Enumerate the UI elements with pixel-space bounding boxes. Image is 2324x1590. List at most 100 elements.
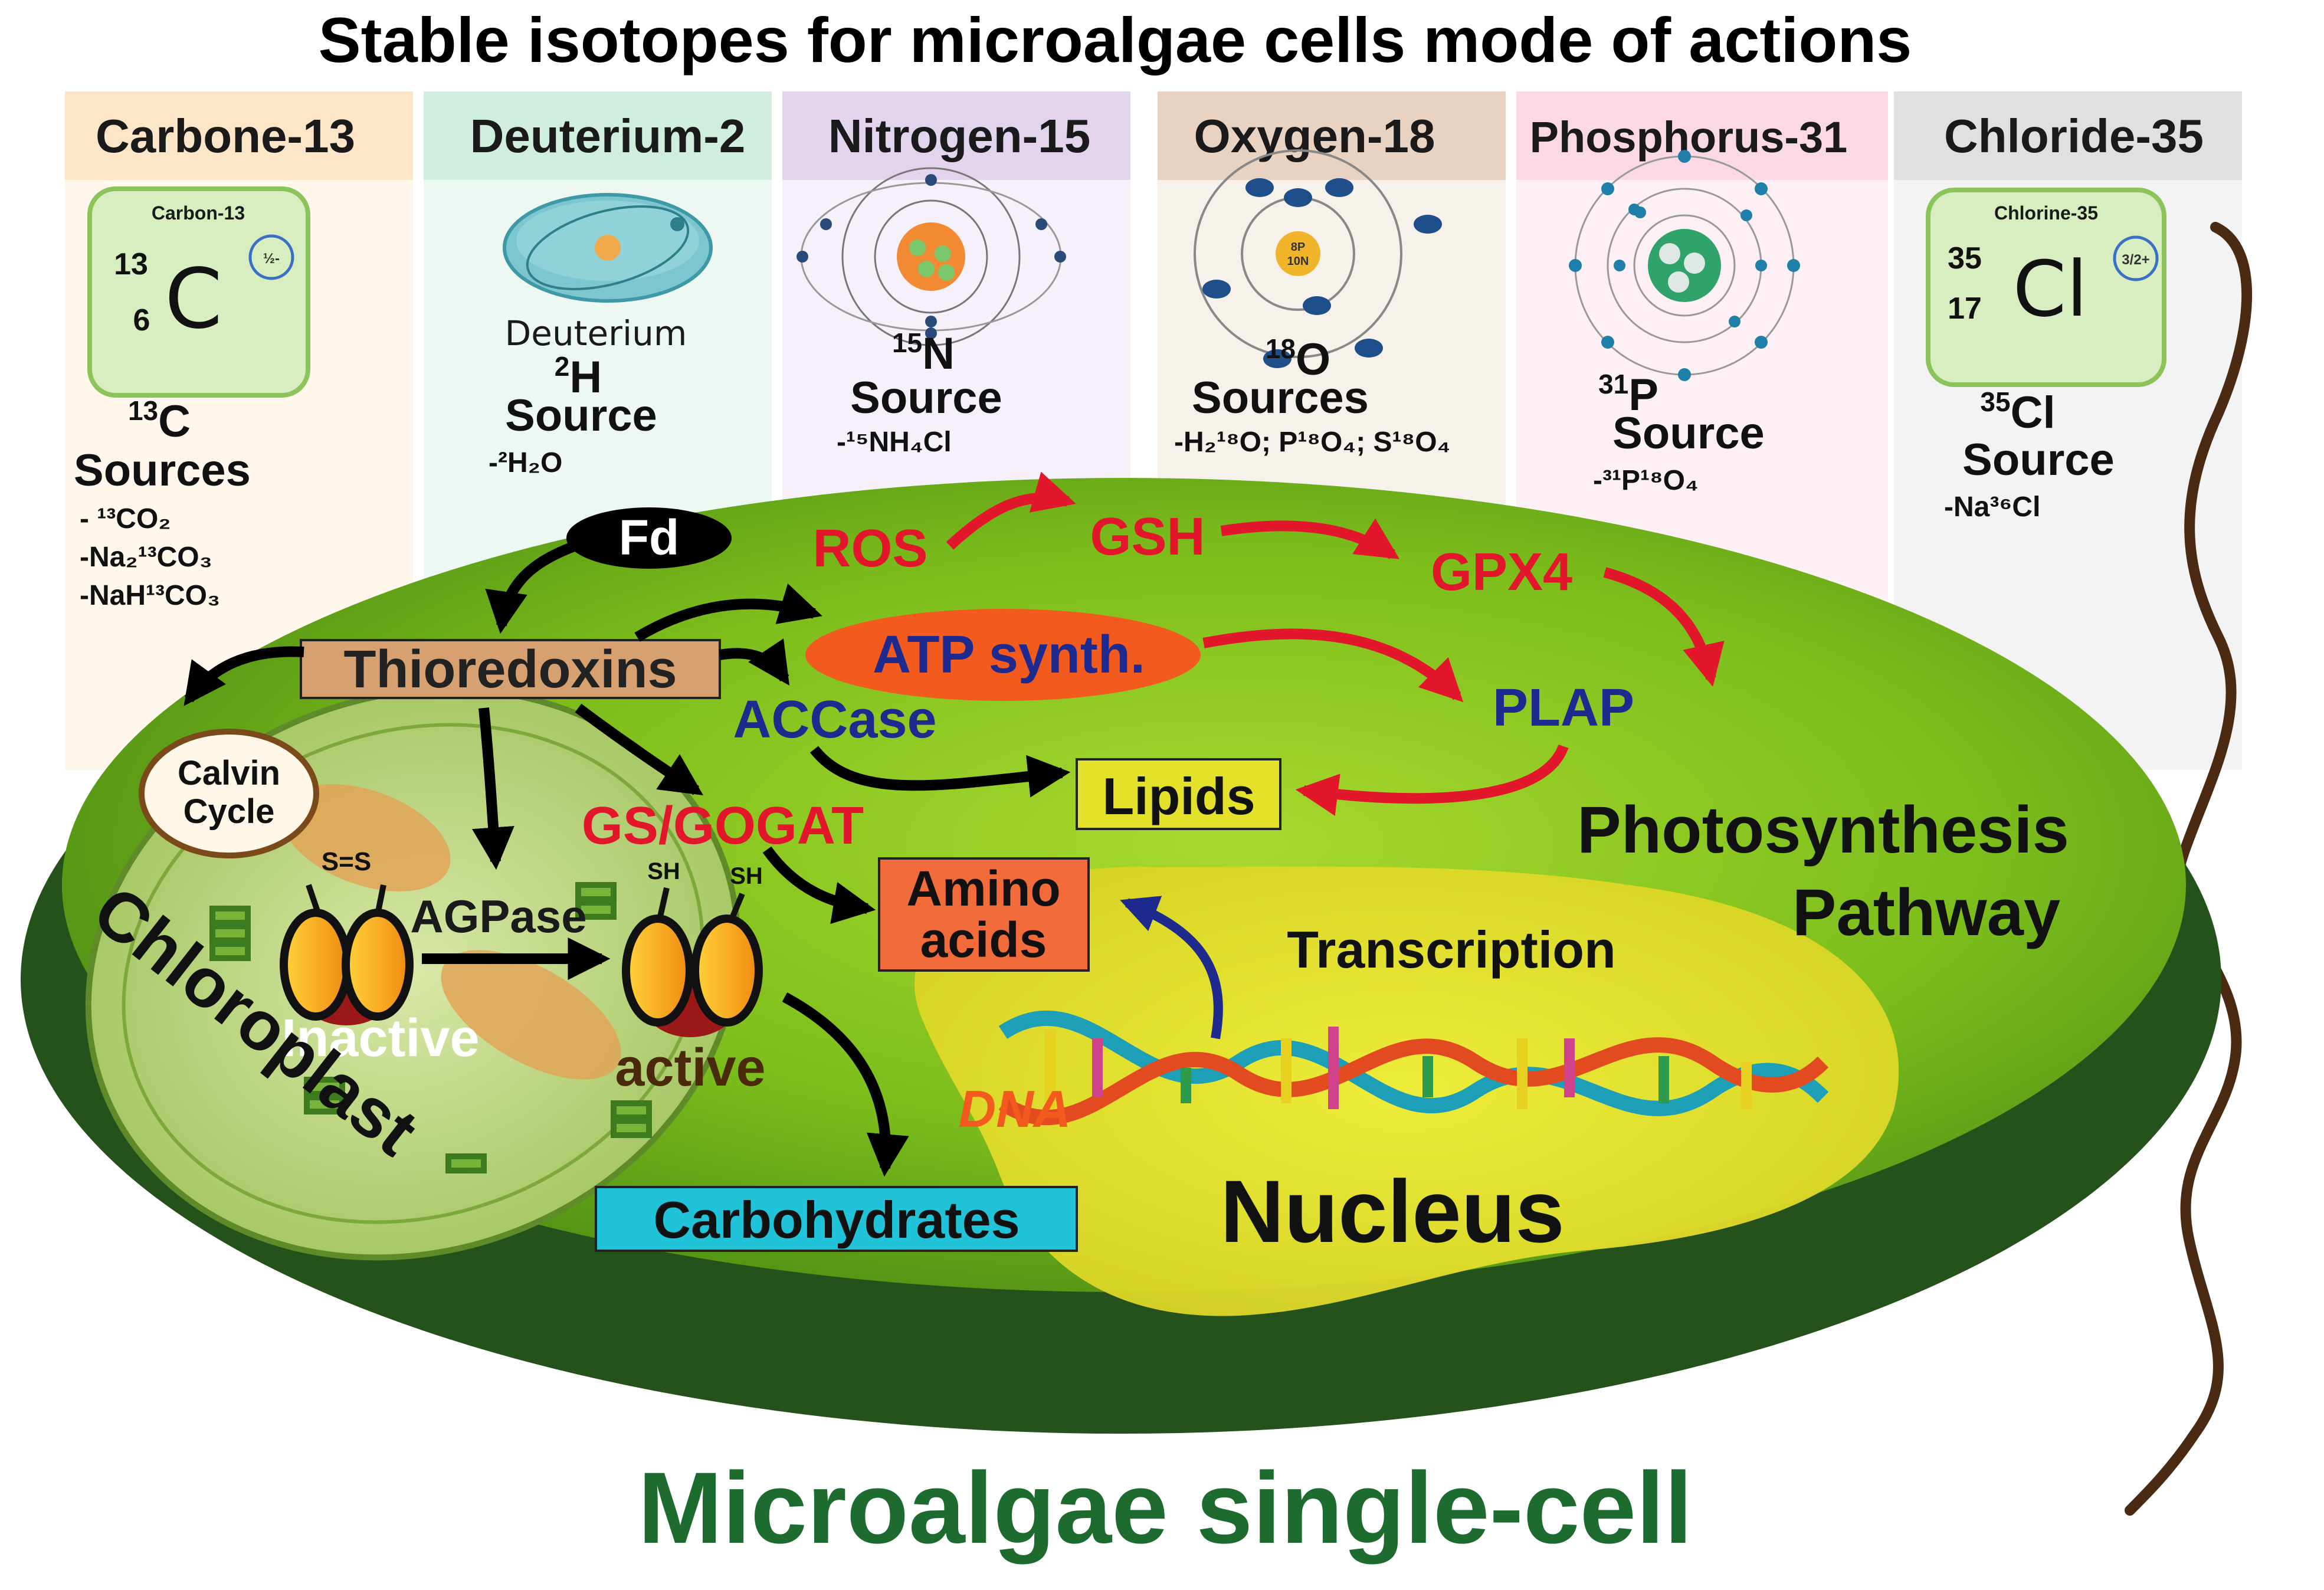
- carbon-label-symbol: C: [158, 396, 191, 447]
- calvin-label-line-1: Calvin: [178, 754, 280, 792]
- photosynthesis-line-1: Photosynthesis: [1577, 793, 2069, 867]
- chlorine-atomic-number: 17: [1948, 291, 1982, 326]
- agpase-label: AGPase: [410, 890, 586, 942]
- header-nitrogen: Nitrogen-15: [828, 110, 1091, 162]
- arrow-thioredoxins-to-calvin: [183, 646, 304, 706]
- carbon-source-line-1: - ¹³CO₂: [80, 503, 171, 535]
- phosphorus-source-label: 31P Source -³¹P¹⁸O₄: [1593, 369, 1765, 496]
- inactive-label: Inactive: [281, 1009, 479, 1068]
- atp-synth-label: ATP synth.: [873, 625, 1145, 684]
- oxygen-nucleus-neutrons: 10N: [1287, 255, 1309, 268]
- svg-text:13C: 13C: [128, 395, 191, 447]
- header-bg-phosphorus: [1516, 91, 1888, 180]
- phosphorus-label-word: Source: [1612, 408, 1765, 458]
- nitrogen-label-sup: 15: [892, 327, 922, 358]
- arrow-atp-to-plap: [1202, 628, 1464, 703]
- arrow-thioredoxins-to-gs-gogat: [575, 703, 703, 795]
- arrow-transcription-to-amino-acids: [1120, 896, 1223, 1040]
- header-chlorine: Chloride-35: [1944, 110, 2204, 162]
- photosynthesis-line-2: Pathway: [1792, 876, 2060, 949]
- deuterium-label-word: Source: [505, 391, 657, 441]
- amino-acids-box: [878, 857, 1090, 972]
- carbon-label-word: Sources: [74, 445, 251, 496]
- carbon-source-line-2: -Na₂¹³CO₃: [80, 542, 212, 573]
- thioredoxins-box: [300, 639, 721, 699]
- fd-badge: [566, 507, 732, 569]
- chlorine-mass-number: 35: [1948, 241, 1982, 276]
- arrow-fd-to-thioredoxins: [485, 537, 586, 634]
- chlorine-label-word: Source: [1962, 435, 2115, 485]
- lipids-box: [1076, 758, 1281, 830]
- chlorine-spin: 3/2+: [2122, 252, 2149, 268]
- svg-text:31P: 31P: [1598, 369, 1658, 420]
- deuterium-caption: Deuterium: [505, 313, 687, 353]
- fd-label: Fd: [619, 510, 680, 565]
- oxygen-nucleus-protons: 8P: [1291, 241, 1305, 254]
- arrow-ros-to-gsh: [946, 471, 1076, 550]
- carbon-label-sup: 13: [128, 395, 158, 426]
- gs-gogat-label: GS/GOGAT: [582, 796, 864, 855]
- oxygen-atom-icon: 8P 10N: [1194, 149, 1442, 368]
- chlorine-label-sup: 35: [1980, 386, 2010, 417]
- svg-text:15N: 15N: [892, 327, 955, 379]
- page-title: Stable isotopes for microalgae cells mod…: [319, 4, 1912, 76]
- nitrogen-atom-icon: [796, 167, 1066, 346]
- nitrogen-source-line-1: -¹⁵NH₄Cl: [837, 427, 952, 458]
- nitrogen-source-label: 15N Source -¹⁵NH₄Cl: [837, 327, 1002, 458]
- header-bg-carbon: [65, 91, 413, 180]
- spin-icon: [248, 234, 294, 280]
- plap-label: PLAP: [1493, 678, 1634, 737]
- atp-synth-badge: [805, 609, 1201, 701]
- oxygen-label-symbol: O: [1296, 335, 1330, 385]
- calvin-label-line-2: Cycle: [183, 792, 275, 831]
- phosphorus-source-line-1: -³¹P¹⁸O₄: [1593, 465, 1699, 496]
- carbohydrates-label: Carbohydrates: [653, 1191, 1020, 1249]
- thioredoxins-label: Thioredoxins: [343, 640, 677, 699]
- deuterium-label-sup: 2: [555, 351, 570, 382]
- calvin-cycle-badge: [139, 729, 319, 858]
- phosphorus-atom-icon: [1569, 150, 1800, 381]
- arrow-gs-gogat-to-amino-acids: [762, 846, 876, 925]
- disulfide-label: S=S: [322, 847, 371, 876]
- amino-acids-line-2: acids: [920, 912, 1047, 968]
- oxygen-label-word: Sources: [1192, 373, 1369, 423]
- agpase-inactive-icon: [280, 884, 414, 1025]
- header-bg-nitrogen: [782, 91, 1130, 180]
- gpx4-label: GPX4: [1431, 543, 1572, 602]
- lipids-label: Lipids: [1102, 767, 1255, 825]
- deuterium-source-line-1: -²H₂O: [489, 447, 562, 478]
- chlorine-source-label: 35Cl Source -Na³⁶Cl: [1944, 386, 2115, 523]
- arrow-thioredoxins-to-agpase: [471, 707, 514, 870]
- nucleus-label: Nucleus: [1220, 1162, 1565, 1261]
- svg-text:35Cl: 35Cl: [1980, 386, 2055, 438]
- deuterium-source-label: 2H Source -²H₂O: [489, 351, 657, 478]
- dna-helix-icon: [998, 1011, 1829, 1125]
- chlorine-source-line-1: -Na³⁶Cl: [1944, 491, 2040, 523]
- microalgae-cell: Fd Thioredoxins Calvin Cycle ROS GSH GPX…: [21, 471, 2221, 1434]
- chlorine-symbol: Cl: [2013, 244, 2088, 334]
- nitrogen-label-word: Source: [850, 373, 1002, 423]
- header-carbon: Carbone-13: [96, 110, 355, 162]
- carbon-symbol: C: [165, 251, 222, 347]
- phosphorus-label-sup: 31: [1598, 369, 1628, 399]
- footer-title: Microalgae single-cell: [638, 1451, 1693, 1565]
- carbon-mass-number: 13: [114, 247, 148, 281]
- oxygen-label-sup: 18: [1266, 333, 1296, 364]
- red-arrows: [946, 471, 1725, 816]
- carbon-source-label: 13C Sources - ¹³CO₂ -Na₂¹³CO₃ -NaH¹³CO₃: [74, 395, 251, 611]
- svg-text:18O: 18O: [1266, 333, 1330, 385]
- transcription-label: Transcription: [1287, 920, 1615, 979]
- carbon-source-line-3: -NaH¹³CO₃: [80, 580, 220, 611]
- ros-label: ROS: [812, 519, 927, 578]
- header-oxygen: Oxygen-18: [1194, 110, 1435, 162]
- arrow-plap-to-lipids: [1295, 744, 1569, 816]
- active-label: active: [615, 1038, 765, 1097]
- oxygen-source-label: 18O Sources -H₂¹⁸O; P¹⁸O₄; S¹⁸O₄: [1174, 333, 1450, 458]
- deuterium-atom-icon: [503, 193, 713, 303]
- agpase-active-icon: [622, 887, 763, 1037]
- arrow-gpx4-to-plap: [1603, 567, 1725, 687]
- arrow-thioredoxins-to-accase: [719, 638, 789, 686]
- arrow-gsh-to-gpx4: [1220, 518, 1400, 559]
- carbon-tile-name: Carbon-13: [152, 202, 245, 224]
- carbohydrates-box: [595, 1186, 1078, 1252]
